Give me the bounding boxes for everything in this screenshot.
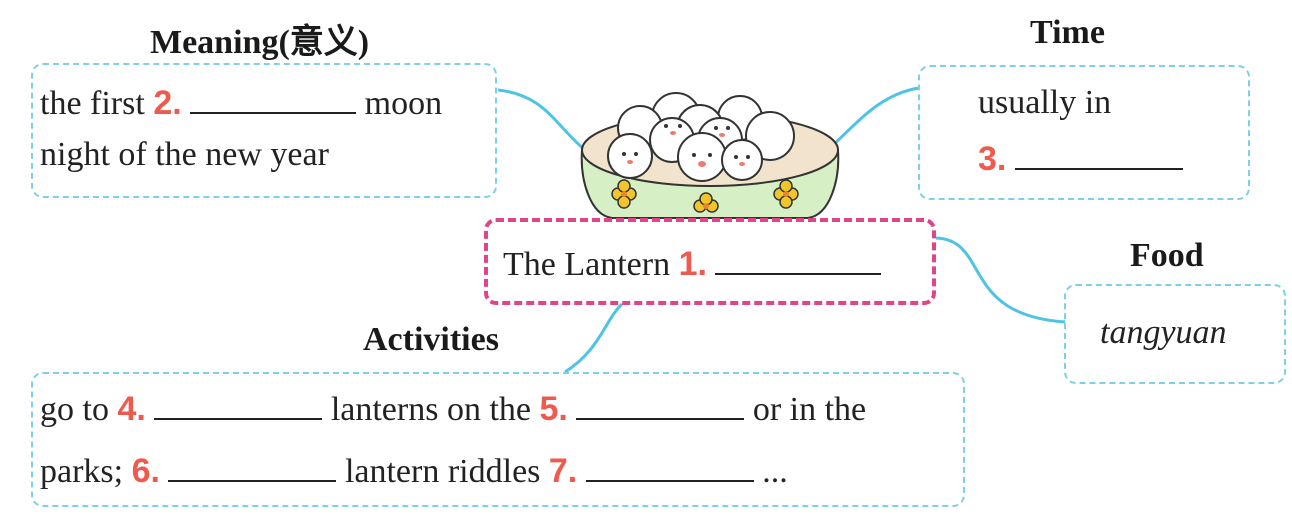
meaning-heading: Meaning(意义): [150, 14, 369, 63]
time-line-1: usually in: [978, 84, 1111, 122]
answer-blank-4[interactable]: [154, 392, 322, 420]
activities-text-go-to: go to: [40, 391, 109, 428]
center-text: The Lantern: [503, 246, 670, 283]
activities-number-4: 4.: [117, 390, 145, 428]
connector-food: [936, 238, 1065, 322]
meaning-line-1: the first 2. moon: [40, 84, 442, 123]
activities-number-5: 5.: [539, 390, 567, 428]
answer-blank-3[interactable]: [1015, 142, 1183, 170]
activities-text-ellipsis: ...: [762, 453, 788, 490]
time-line-2: 3.: [978, 140, 1183, 179]
activities-number-6: 6.: [132, 452, 160, 490]
answer-blank-5[interactable]: [576, 392, 744, 420]
activities-text-or-in-the: or in the: [753, 391, 866, 428]
activities-text-parks: parks;: [40, 453, 123, 490]
activities-line-2: parks; 6. lantern riddles 7. ...: [40, 452, 788, 491]
meaning-text-first: the first: [40, 85, 145, 122]
meaning-text-moon: moon: [365, 85, 442, 122]
tangyuan-bowl-illustration: [582, 93, 839, 218]
activities-number-7: 7.: [549, 452, 577, 490]
connector-time: [830, 88, 918, 148]
time-heading: Time: [1030, 14, 1105, 52]
answer-blank-2[interactable]: [190, 86, 356, 114]
answer-blank-1[interactable]: [715, 247, 881, 275]
connector-activities: [565, 304, 622, 372]
answer-blank-6[interactable]: [168, 454, 336, 482]
meaning-line-2: night of the new year: [40, 136, 329, 174]
food-text: tangyuan: [1100, 314, 1227, 352]
connector-meaning: [498, 90, 585, 150]
activities-text-riddles: lantern riddles: [345, 453, 540, 490]
food-heading: Food: [1130, 237, 1204, 275]
activities-heading: Activities: [363, 321, 499, 359]
time-number-3: 3.: [978, 140, 1006, 178]
answer-blank-7[interactable]: [586, 454, 754, 482]
meaning-number-2: 2.: [153, 84, 181, 122]
activities-text-lanterns: lanterns on the: [331, 391, 531, 428]
center-number-1: 1.: [679, 245, 707, 283]
center-title: The Lantern 1.: [503, 245, 881, 284]
activities-line-1: go to 4. lanterns on the 5. or in the: [40, 390, 866, 429]
